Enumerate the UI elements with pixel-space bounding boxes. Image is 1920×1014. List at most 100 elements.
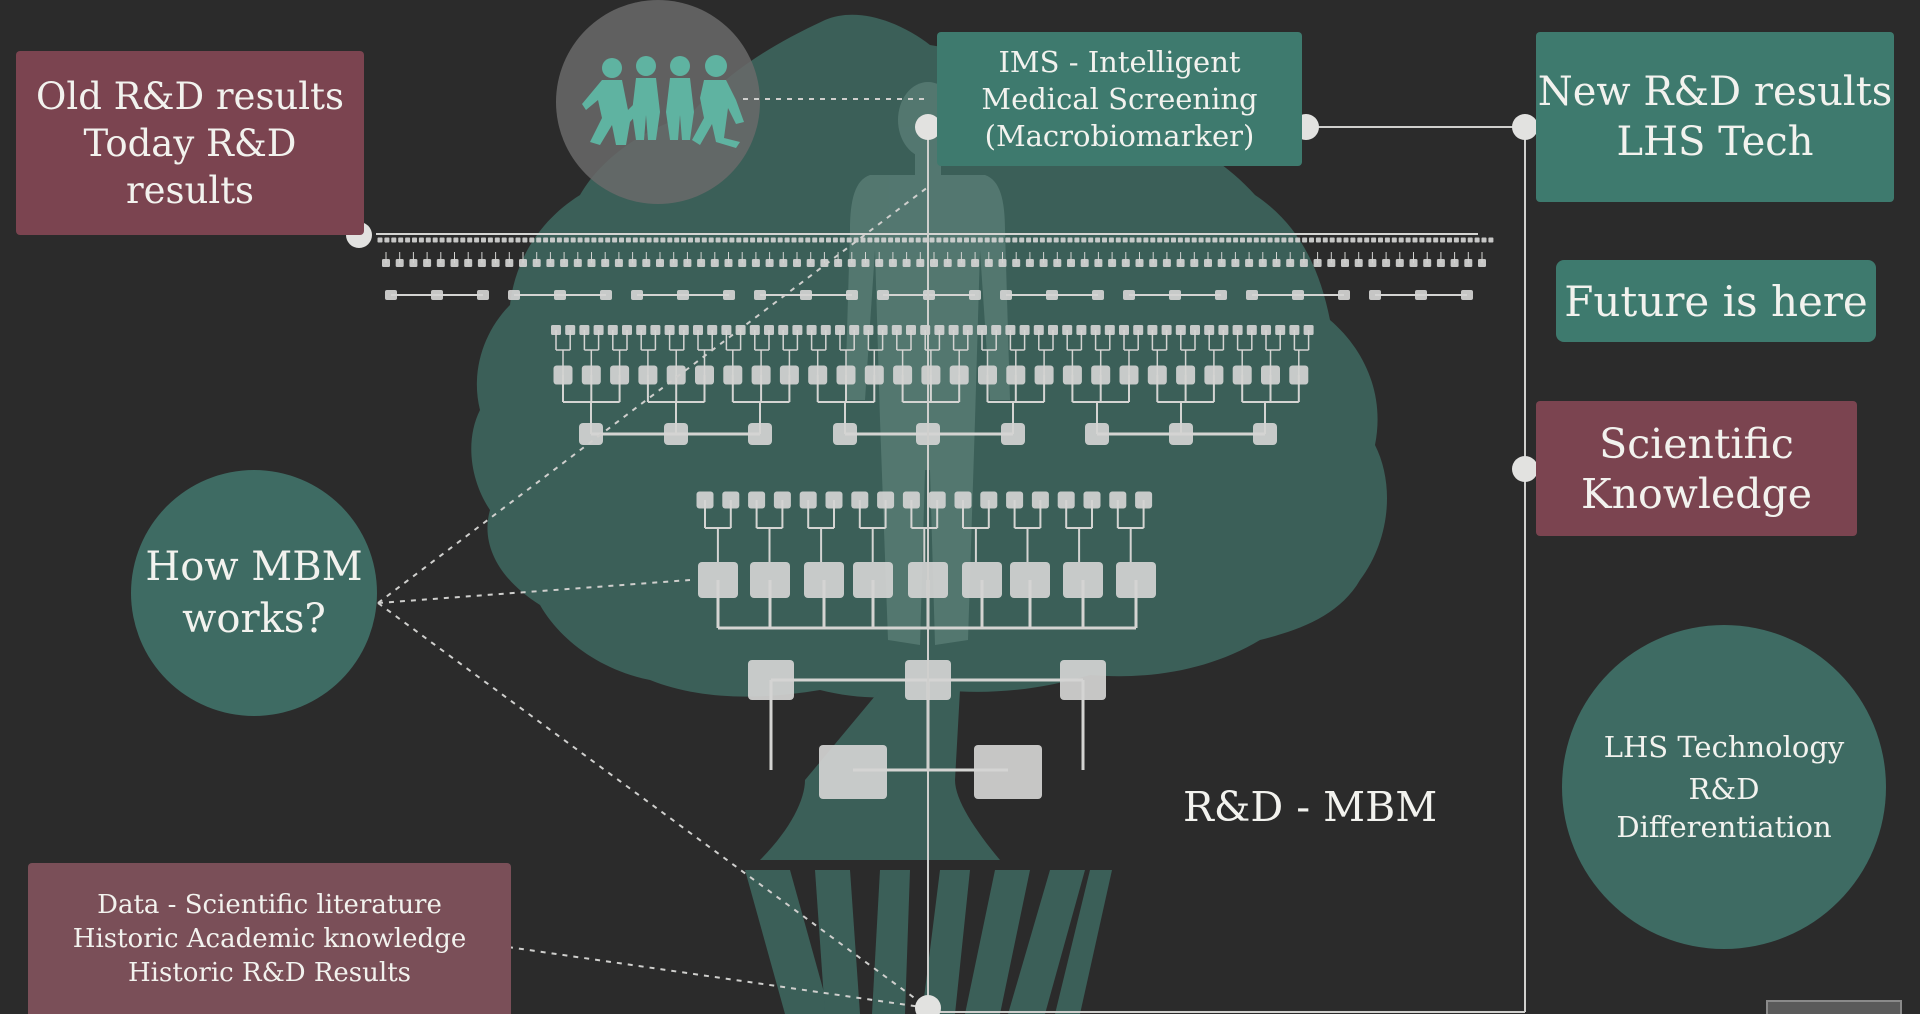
ims-line-3: (Macrobiomarker) [984,118,1255,153]
tree-node [701,237,707,243]
tree-node [554,290,566,300]
tree-node [877,290,889,300]
tree-node [715,237,721,243]
tree-node [1336,237,1342,243]
tree-node [1026,237,1032,243]
tree-node [1115,237,1121,243]
tree-node [432,237,438,243]
tree-node [950,237,956,243]
tree-node [874,237,880,243]
tree-node [1046,290,1058,300]
tree-node [1053,237,1059,243]
tree-node [1274,237,1280,243]
tree-node [1378,237,1383,243]
tree-node [791,237,797,243]
tree-node [748,660,794,700]
tree-node [1215,290,1227,300]
tree-node [1391,237,1397,243]
tree-node [522,237,528,243]
tree-node [977,237,983,243]
scientific-line-1: Scientific [1599,419,1794,468]
tree-node [625,237,631,243]
old-results-line-1: Old R&D results [36,74,344,118]
tree-node [812,237,818,243]
tree-node [1288,237,1294,243]
tree-node [1000,290,1012,300]
tree-node [405,237,411,243]
tree-node [1315,237,1321,243]
tree-node [1157,237,1163,243]
tree-node [1046,237,1052,243]
tree-node [1116,562,1156,598]
tree-node [1060,237,1066,243]
old-results-line-2: Today R&D [83,121,297,165]
tree-node [1108,237,1114,243]
tree-node [1453,237,1459,243]
tree-node [431,290,443,300]
data-sources-box: Data - Scientific literature Historic Ac… [28,863,511,1014]
tree-node [1433,237,1439,243]
tree-node [515,237,521,243]
tree-node [1295,237,1301,243]
tree-node [384,237,390,243]
tree-node [722,491,740,509]
tree-node [508,237,514,243]
tree-node [748,491,766,509]
tree-node [1198,237,1204,243]
tree-node [460,237,466,243]
tree-node [1081,237,1087,243]
tree-node [922,237,928,243]
tree-node [1461,290,1473,300]
ims-line-1: IMS - Intelligent [998,44,1241,79]
tree-node [1123,290,1135,300]
future-box: Future is here [1556,260,1876,342]
tree-node [1260,237,1266,243]
tree-node [1488,237,1494,243]
tree-node [1412,237,1418,243]
tree-node [929,237,935,243]
tree-node [487,237,493,243]
tree-node [846,290,858,300]
tree-node [1169,290,1181,300]
tree-node [501,237,507,243]
tree-node [888,237,894,243]
tree-node [591,237,597,243]
tree-node [1057,491,1075,509]
future-label: Future is here [1564,276,1868,326]
new-results-line-2: LHS Tech [1616,119,1814,165]
tree-node [1384,237,1390,243]
tree-node [694,237,700,243]
tree-node [631,290,643,300]
tree-node [1005,237,1011,243]
tree-node [902,491,920,509]
corner-widget [1766,1000,1902,1014]
tree-node [881,237,887,243]
tree-node [1095,237,1101,243]
tree-node [1074,237,1080,243]
tree-node [1253,237,1259,243]
tree-node [412,237,417,243]
tree-node [563,237,569,243]
lhs-technology-circle: LHS Technology R&D Differentiation [1562,625,1886,949]
tree-node [954,491,972,509]
tree-node [1019,237,1025,243]
tree-node [839,237,845,243]
old-results-box: Old R&D results Today R&D results [16,51,364,235]
tree-node [660,237,666,243]
tree-node [681,237,687,243]
tree-node [398,237,404,243]
tree-node [964,237,969,243]
tree-node [825,491,843,509]
tree-node [853,562,893,598]
tree-node [1419,237,1425,243]
tree-node [1246,290,1258,300]
tree-node [819,237,825,243]
tree-node [1426,237,1432,243]
tree-node [763,237,769,243]
how-mbm-line-1: How MBM [145,544,363,590]
tree-node [1240,237,1245,243]
tree-node [1092,290,1104,300]
tree-node [1010,562,1050,598]
tree-node [851,491,869,509]
tree-node [494,237,500,243]
